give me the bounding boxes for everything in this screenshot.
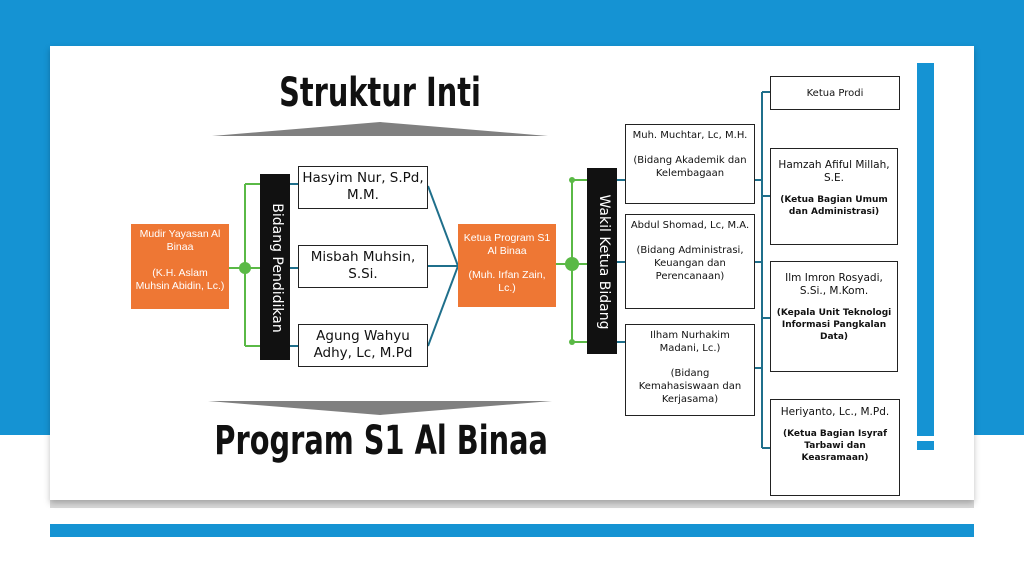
unit-4-role: (Ketua Bagian Isyraf Tarbawi dan Keasram… [782,429,888,463]
root-person: (K.H. Aslam Muhsin Abidin, Lc.) [135,267,225,292]
wakil-ketua-bar [587,168,617,354]
unit-2-role: (Ketua Bagian Umum dan Administrasi) [780,195,888,217]
wakil-member-1: Muh. Muchtar, Lc, M.H. (Bidang Akademik … [625,124,755,204]
title-struktur-inti: Struktur Inti [279,70,481,116]
unit-isyraf-tarbawi: Heriyanto, Lc., M.Pd. (Ketua Bagian Isyr… [770,399,900,496]
wakil-node-top [569,177,575,183]
pendidikan-member-1: Hasyim Nur, S.Pd, M.M. [298,166,428,209]
ketua-node [565,257,579,271]
card-shadow [50,500,974,508]
bottom-accent-bar [50,524,974,537]
wakil-member-3-name: Ilham Nurhakim Madani, Lc.) [650,330,730,354]
ketua-program-name: Ketua Program S1 Al Binaa [463,232,551,257]
pendidikan-member-2: Misbah Muhsin, S.Si. [298,245,428,288]
root-name: Mudir Yayasan Al Binaa [139,228,221,253]
unit-3-role: (Kepala Unit Teknologi Informasi Pangkal… [776,308,892,342]
ketua-program-box: Ketua Program S1 Al Binaa (Muh. Irfan Za… [458,224,556,307]
bidang-pendidikan-bar [260,174,290,360]
title-program-s1: Program S1 Al Binaa [214,418,548,464]
unit-4-name: Heriyanto, Lc., M.Pd. [780,406,890,418]
unit-ketua-prodi: Ketua Prodi [770,76,900,110]
unit-2-name: Hamzah Afiful Millah, S.E. [778,159,890,184]
merge-link-1 [427,185,459,267]
wakil-member-3-role: (Bidang Kemahasiswaan dan Kerjasama) [638,368,742,405]
bottom-title-triangle [208,401,552,415]
merge-link-3 [427,265,459,347]
bidang-pendidikan-label: Bidang Pendidikan [269,203,285,333]
wakil-member-3: Ilham Nurhakim Madani, Lc.) (Bidang Kema… [625,324,755,416]
root-node [239,262,251,274]
root-box: Mudir Yayasan Al Binaa (K.H. Aslam Muhsi… [131,224,229,309]
wakil-ketua-label: Wakil Ketua Bidang [596,194,612,330]
side-accent-bar [917,63,934,450]
unit-teknologi-informasi: Ilm Imron Rosyadi, S.Si., M.Kom. (Kepala… [770,261,898,372]
top-title-triangle [212,122,548,136]
wakil-member-1-name: Muh. Muchtar, Lc, M.H. [632,130,748,141]
wakil-node-bottom [569,339,575,345]
side-accent-gap [917,436,934,441]
wakil-member-2-name: Abdul Shomad, Lc, M.A. [630,220,750,231]
wakil-member-2: Abdul Shomad, Lc, M.A. (Bidang Administr… [625,214,755,309]
wakil-member-2-role: (Bidang Administrasi, Keuangan dan Peren… [636,245,744,282]
unit-3-name: Ilm Imron Rosyadi, S.Si., M.Kom. [785,272,883,297]
wakil-member-1-role: (Bidang Akademik dan Kelembagaan [633,155,747,179]
unit-umum-administrasi: Hamzah Afiful Millah, S.E. (Ketua Bagian… [770,148,898,245]
pendidikan-member-3: Agung Wahyu Adhy, Lc, M.Pd [298,324,428,367]
unit-1-name: Ketua Prodi [806,88,864,99]
ketua-program-person: (Muh. Irfan Zain, Lc.) [468,269,546,294]
